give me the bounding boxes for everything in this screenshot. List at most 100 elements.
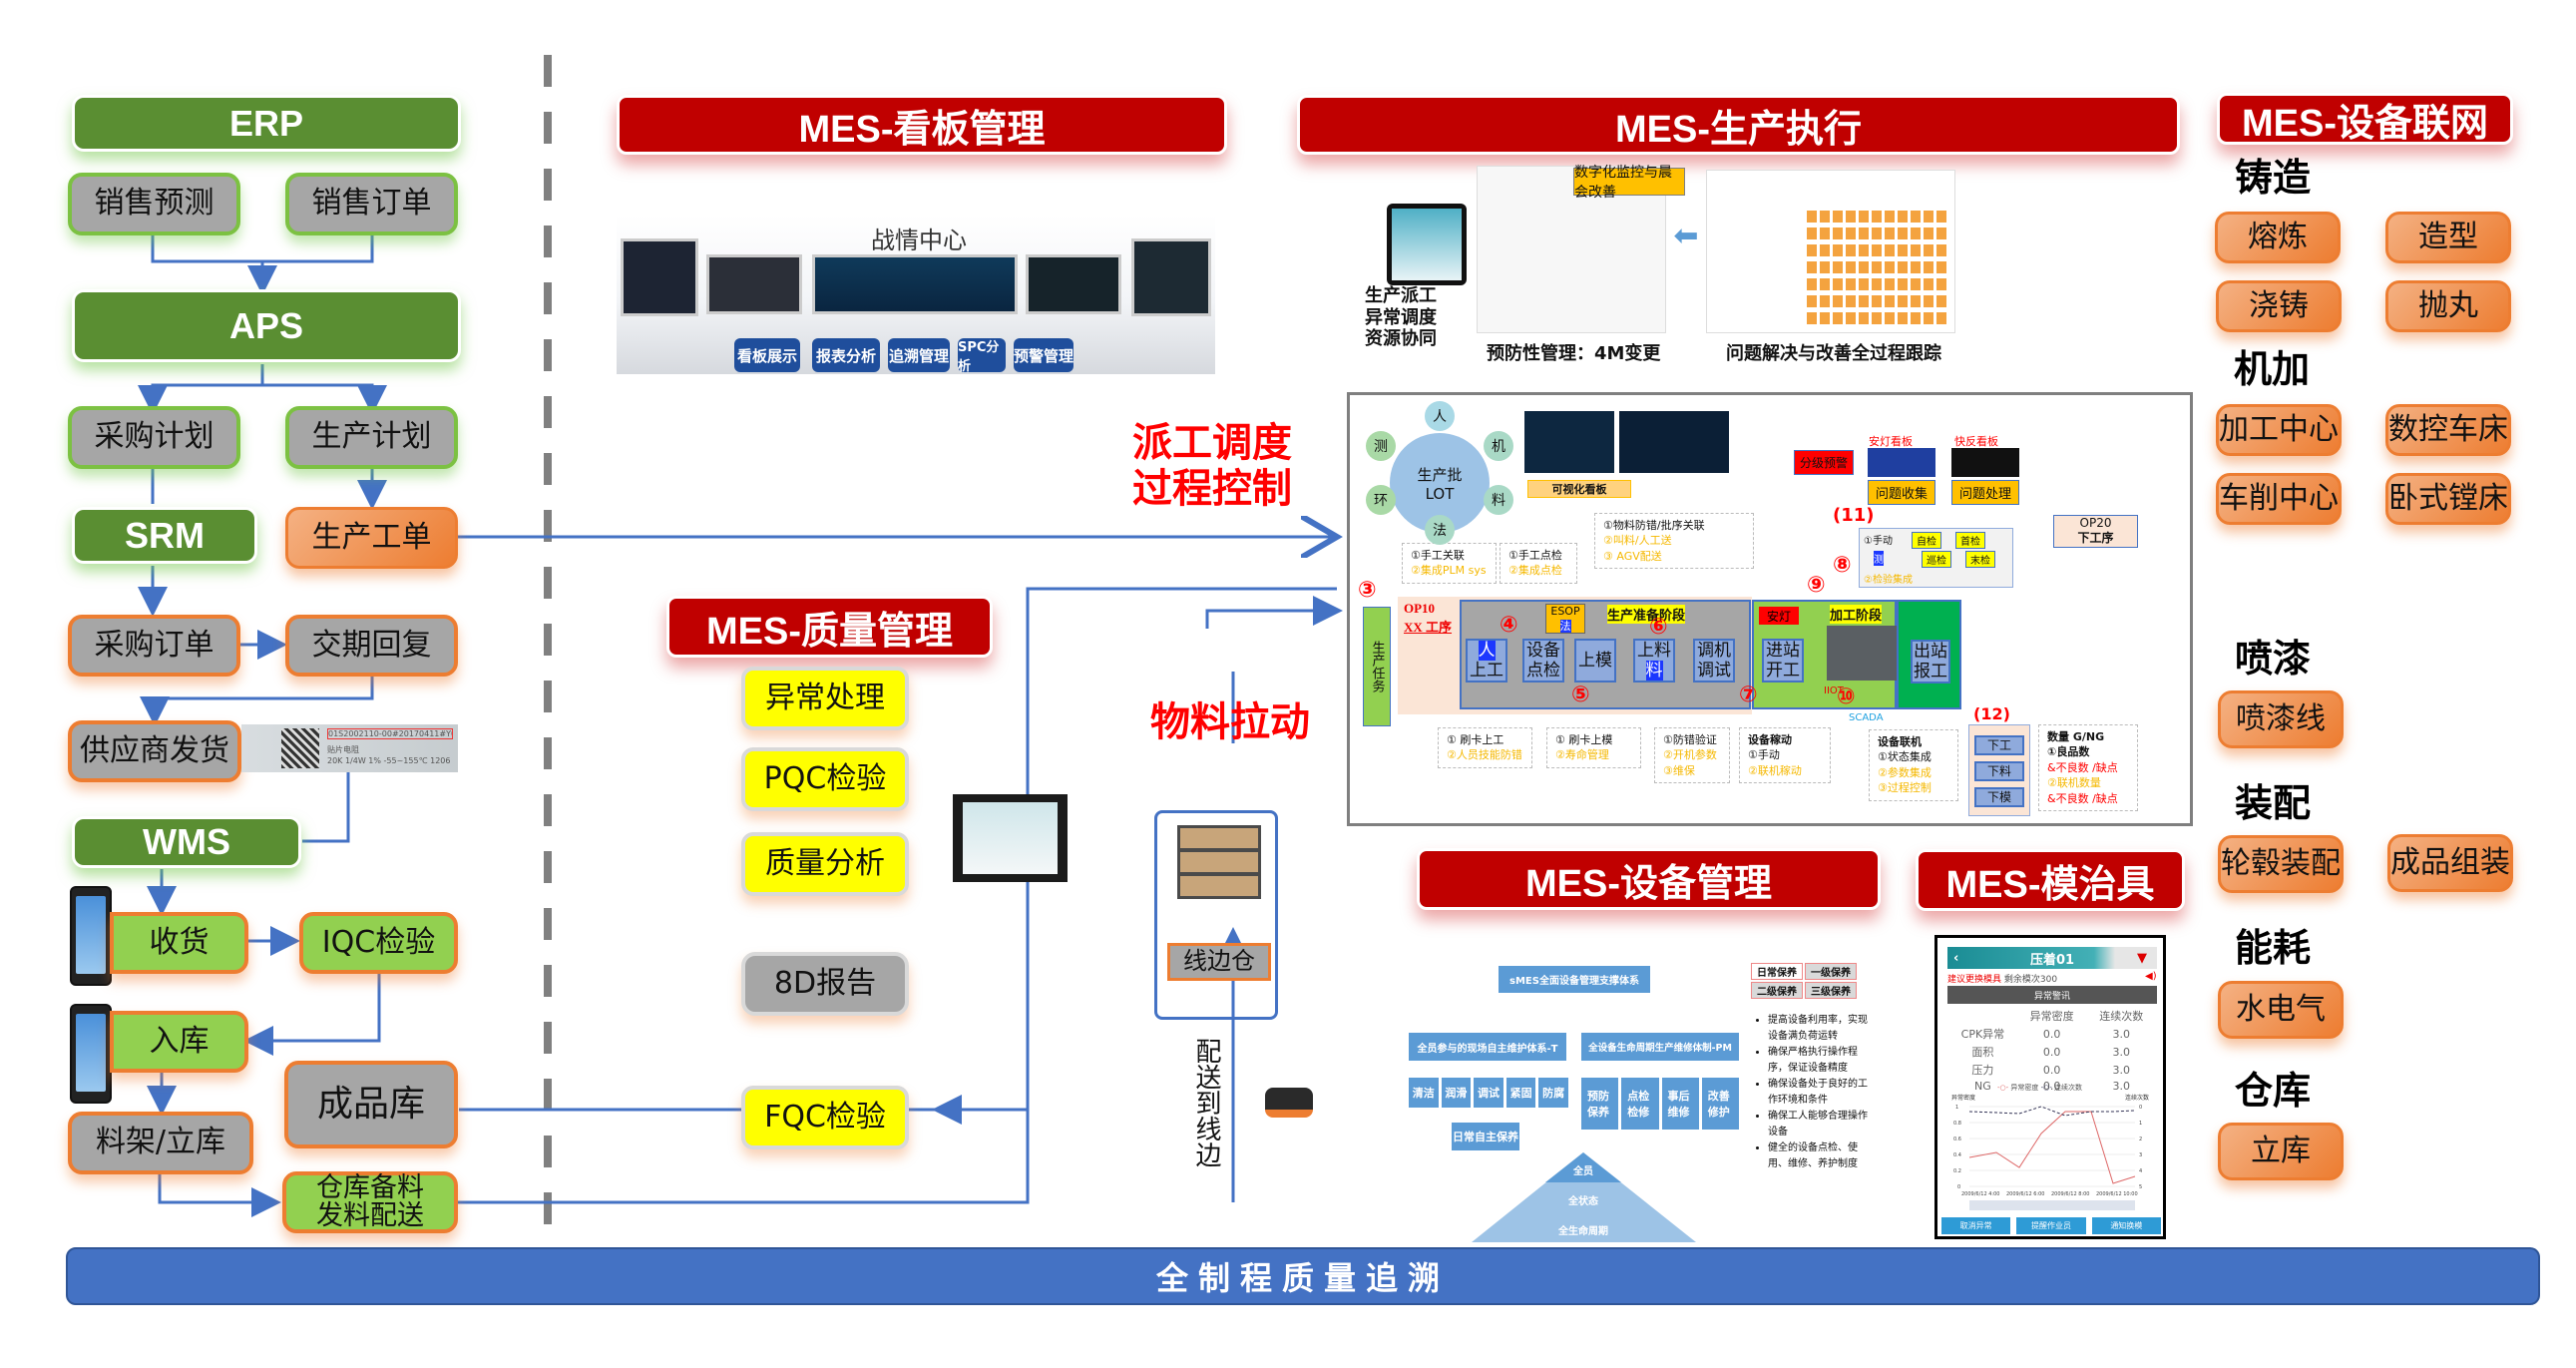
equip-item[interactable]: 浇铸 (2216, 280, 2342, 332)
purchase-order-box[interactable]: 采购订单 (68, 615, 240, 677)
maintenance-bullets: 提高设备利用率，实现设备满负荷运转 确保严格执行操作程序，保证设备精度 确保设备… (1758, 1013, 1868, 1172)
work-order-box[interactable]: 生产工单 (285, 507, 458, 569)
step-mount-mold[interactable]: 上模 (1574, 639, 1616, 683)
unload-worker[interactable]: 下工 (1974, 735, 2024, 755)
step-number-9: ⑨ (1807, 573, 1826, 598)
notify-mold-change-button[interactable]: 通知换模 (2091, 1217, 2161, 1234)
finished-stock-box[interactable]: 成品库 (284, 1061, 458, 1148)
tracking-table (1706, 170, 1955, 333)
equip-item[interactable]: 喷漆线 (2218, 690, 2344, 748)
sales-forecast-box[interactable]: 销售预测 (68, 173, 240, 235)
equip-item[interactable]: 车削中心 (2216, 473, 2342, 525)
kanban-pill[interactable]: 看板展示 (734, 338, 800, 372)
issue-collect-box[interactable]: 问题收集 (1868, 480, 1935, 505)
level-3: 三级保养 (1805, 982, 1857, 999)
war-room-title: 战情中心 (871, 227, 967, 254)
category-energy: 能耗 (2235, 926, 2312, 970)
lineside-warehouse-box[interactable]: 线边仓 (1167, 943, 1271, 981)
equip-item[interactable]: 卧式镗床 (2385, 473, 2511, 525)
screen-1 (621, 238, 698, 316)
supplier-ship-box[interactable]: 供应商发货 (68, 720, 241, 782)
graded-alert-box[interactable]: 分级预警 (1794, 450, 1854, 475)
equip-item[interactable]: 熔炼 (2215, 212, 2341, 263)
unload-mold[interactable]: 下模 (1974, 787, 2024, 807)
mold-actions: 取消异常 提醒作业员 通知换模 (1941, 1217, 2161, 1234)
equip-item[interactable]: 造型 (2385, 212, 2511, 263)
issue-handle-box[interactable]: 问题处理 (1951, 480, 2019, 505)
quick-board-label: 快反看板 (1954, 435, 1998, 448)
receive-box[interactable]: 收货 (110, 912, 248, 974)
equip-item[interactable]: 立库 (2218, 1123, 2344, 1180)
back-icon[interactable]: ‹ (1953, 950, 1959, 966)
equip-item[interactable]: 水电气 (2218, 981, 2344, 1039)
op10-label: OP10 (1404, 601, 1436, 616)
step-equipment-check[interactable]: 设备点检 (1522, 639, 1564, 683)
production-task-box[interactable]: 生产任务 (1363, 607, 1391, 726)
equip-item[interactable]: 轮毂装配 (2218, 835, 2344, 893)
andon-box[interactable]: 安灯 (1759, 607, 1799, 625)
prep-delivery-box[interactable]: 仓库备料 发料配送 (282, 1171, 458, 1233)
rack-storage-box[interactable]: 料架/立库 (68, 1112, 253, 1174)
kanban-title: MES-看板管理 (617, 95, 1227, 155)
svg-text:0: 0 (1957, 1184, 1960, 1190)
range-slider[interactable] (1969, 1200, 2135, 1210)
alert-section: 异常警讯 (1947, 986, 2157, 1004)
delivery-reply-box[interactable]: 交期回复 (285, 615, 458, 677)
autonomous-items: 清洁 润滑 调试 紧固 防腐 (1409, 1078, 1568, 1108)
equip-item[interactable]: 抛丸 (2385, 280, 2511, 332)
kanban-pill[interactable]: 预警管理 (1014, 338, 1073, 372)
8d-report-box[interactable]: 8D报告 (741, 952, 909, 1016)
iqc-box[interactable]: IQC检验 (299, 912, 458, 974)
equip-item[interactable]: 数控车床 (2385, 404, 2511, 456)
qr-code-icon (281, 728, 319, 768)
item-inspection: 点检检修 (1621, 1078, 1659, 1130)
step-machine-tuning[interactable]: 调机调试 (1693, 639, 1735, 683)
svg-text:0.2: 0.2 (1953, 1168, 1961, 1174)
cancel-alert-button[interactable]: 取消异常 (1941, 1217, 2011, 1234)
dispatch-label-1: 派工调度 (1132, 420, 1292, 466)
step-check-out-report[interactable]: 出站报工 (1911, 640, 1950, 684)
sales-order-box[interactable]: 销售订单 (285, 173, 458, 235)
prep-stage-label: 生产准备阶段 (1607, 605, 1686, 624)
maintenance-levels: 日常保养 一级保养 二级保养 三级保养 (1751, 963, 1857, 999)
equip-item[interactable]: 成品组装 (2387, 834, 2513, 892)
step-clock-in[interactable]: 人上工 (1466, 639, 1507, 683)
fqc-box[interactable]: FQC检验 (741, 1086, 909, 1149)
speaker-icon: ◀) (2145, 971, 2157, 982)
andon-board-screen (1868, 448, 1935, 477)
equip-item[interactable]: 加工中心 (2216, 404, 2342, 456)
pm-system-box: 全设备生命周期生产维修体制-PM (1581, 1033, 1739, 1061)
kanban-pill[interactable]: 追溯管理 (888, 338, 950, 372)
quality-analysis-box[interactable]: 质量分析 (741, 832, 909, 896)
screen-3 (812, 254, 1018, 314)
pqc-box[interactable]: PQC检验 (741, 747, 909, 811)
quality-title: MES-质量管理 (666, 596, 993, 658)
kanban-pill[interactable]: 报表分析 (812, 338, 880, 372)
op10-name: XX 工序 (1404, 620, 1453, 635)
kanban-pill[interactable]: SPC分析 (958, 338, 1006, 374)
handheld-pda-icon (70, 886, 112, 986)
unload-material[interactable]: 下料 (1974, 761, 2024, 781)
step-load-material[interactable]: 上料料 (1633, 639, 1675, 683)
notify-operator-button[interactable]: 提醒作业员 (2016, 1217, 2086, 1234)
svg-text:0.8: 0.8 (1953, 1121, 1961, 1127)
quality-exception-box[interactable]: 异常处理 (741, 667, 909, 730)
category-machining: 机加 (2234, 347, 2311, 391)
production-title: MES-生产执行 (1297, 95, 2180, 155)
step-check-in-start[interactable]: 进站开工 (1762, 639, 1804, 683)
arrow-left-icon: ⬅ (1673, 219, 1699, 253)
lot-ring-ren: 人 (1425, 401, 1455, 431)
production-plan-box[interactable]: 生产计划 (285, 406, 458, 469)
purchase-plan-box[interactable]: 采购计划 (68, 406, 240, 469)
logo-icon: ▼ (2137, 950, 2147, 966)
inbound-box[interactable]: 入库 (110, 1011, 248, 1073)
